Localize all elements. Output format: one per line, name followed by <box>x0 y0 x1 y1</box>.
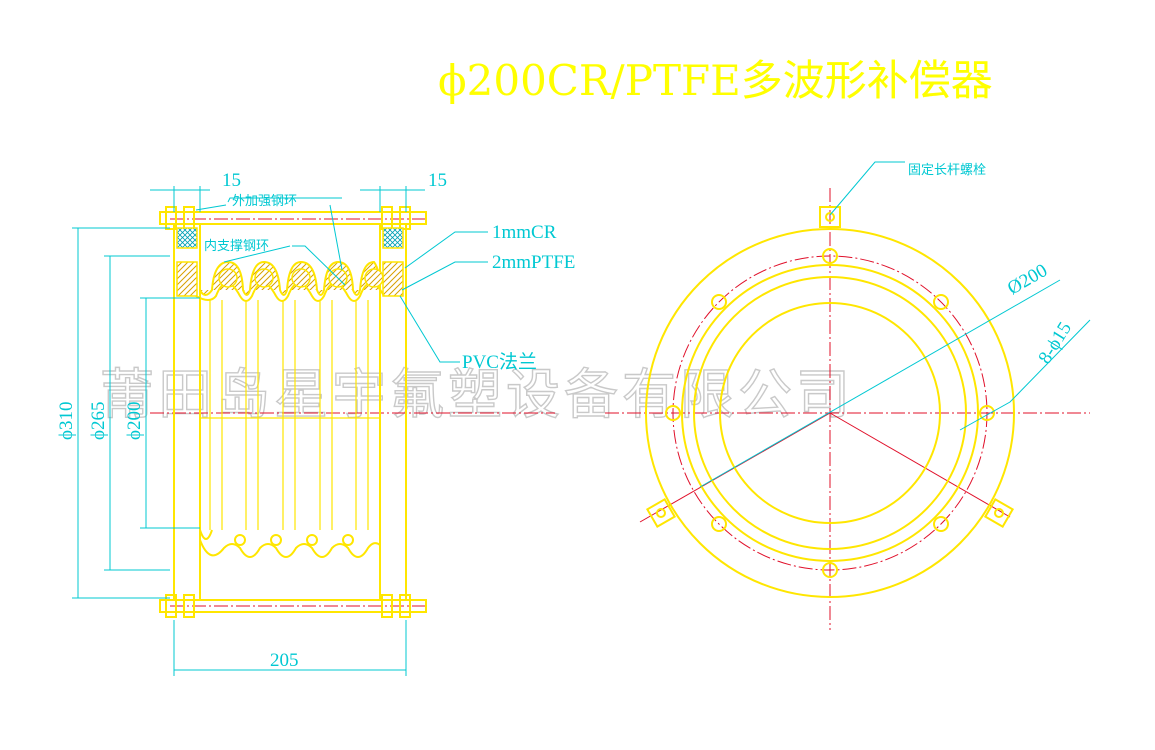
dim-bolt-circle-dia: ϕ265 <box>88 401 109 440</box>
right-flange <box>379 223 407 601</box>
bolt-holes <box>665 248 995 578</box>
label-outer-ring: 外加强钢环 <box>232 194 297 209</box>
tie-rod-lugs <box>645 206 1015 529</box>
label-tie-rod: 固定长杆螺栓 <box>908 163 986 178</box>
bore-circle <box>719 302 941 524</box>
liner-circle <box>693 276 967 550</box>
left-flange-section <box>176 261 198 297</box>
end-view-dimensions <box>699 161 1091 488</box>
flange-outer-circle <box>645 228 1015 598</box>
dim-bolt-holes: 8-ϕ15 <box>1034 319 1076 368</box>
dim-overall-length: 205 <box>270 650 299 671</box>
drawing-title: ϕ200CR/PTFE多波形补偿器 <box>438 56 993 105</box>
bellows-bottom-section <box>199 529 381 558</box>
left-outer-ring-section <box>176 227 198 249</box>
dim-outer-dia: ϕ310 <box>56 401 77 440</box>
company-watermark: 莆田岛星宇氟塑设备有限公司 <box>100 363 854 426</box>
side-view-dimensions <box>72 186 488 676</box>
dim-left-flange-width: 15 <box>222 170 241 191</box>
right-flange-section <box>382 261 404 297</box>
side-view: 15 15 205 ϕ310 ϕ265 ϕ200 外加强钢环 内支撑钢环 1mm… <box>56 170 575 676</box>
label-rubber: 1mmCR <box>492 222 557 243</box>
label-inner-ring: 内支撑钢环 <box>204 238 269 254</box>
label-flange: PVC法兰 <box>462 351 537 373</box>
flange-inner-circle <box>681 264 979 562</box>
dim-end-view-dia: Ø200 <box>1004 260 1051 299</box>
bellows-top-section <box>195 260 385 302</box>
left-flange <box>173 223 201 601</box>
bellows-body <box>200 300 380 530</box>
dim-right-flange-width: 15 <box>428 170 447 191</box>
right-outer-ring-section <box>382 227 404 249</box>
dim-bore-dia: ϕ200 <box>124 401 145 440</box>
bolt-circle <box>672 255 988 571</box>
label-liner: 2mmPTFE <box>492 252 575 273</box>
